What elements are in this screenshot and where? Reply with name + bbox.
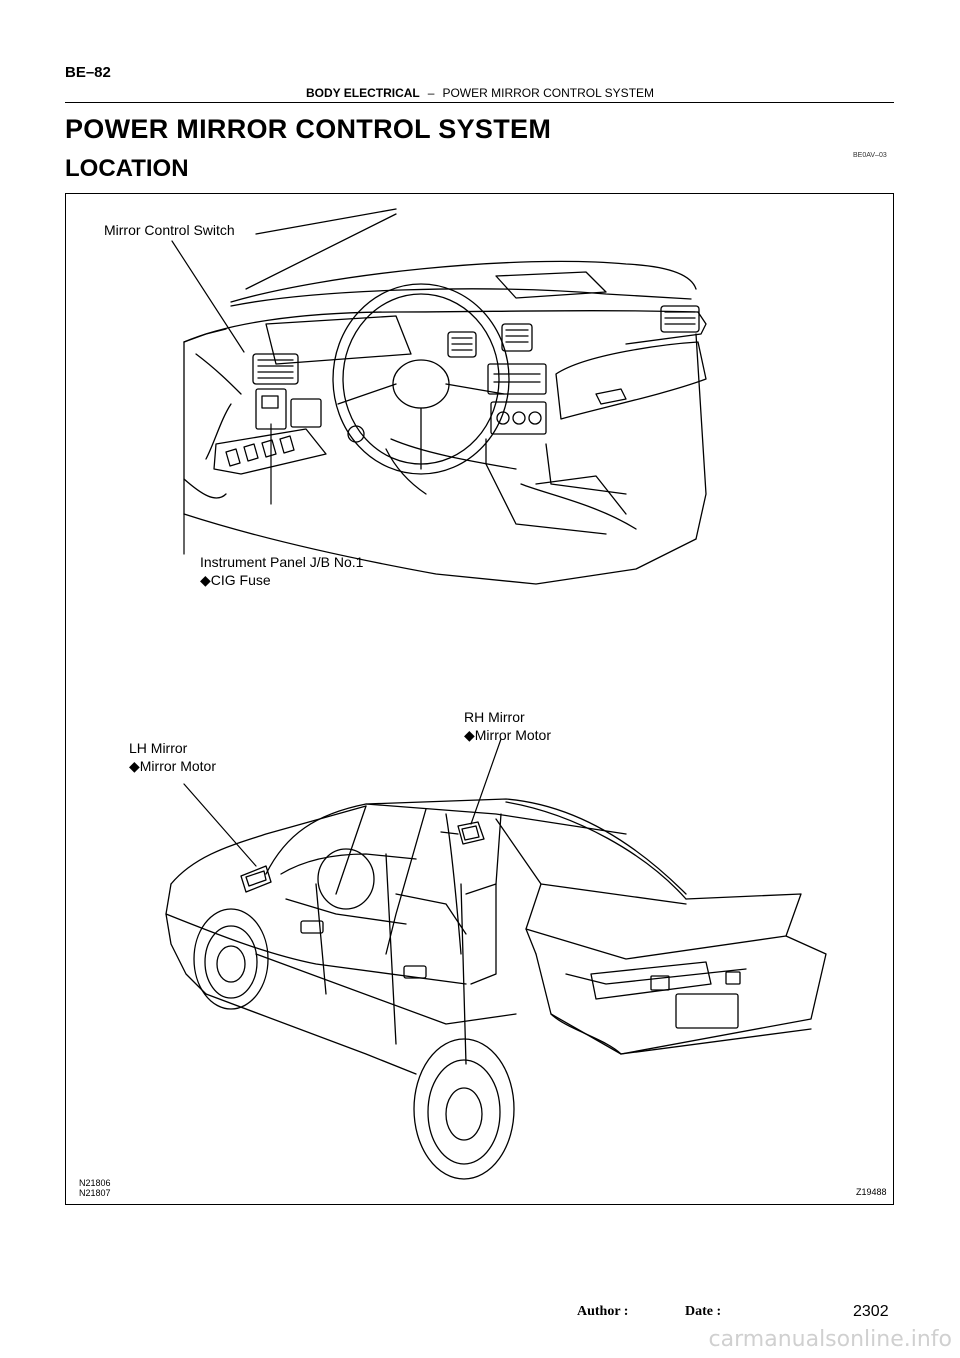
doc-code: BE0AV–03 — [853, 152, 887, 159]
label-rh-mirror: RH Mirror — [464, 709, 525, 725]
label-rh-mirror-motor: ◆Mirror Motor — [464, 727, 551, 743]
page-id: BE–82 — [65, 64, 111, 81]
page-number: 2302 — [853, 1303, 889, 1320]
label-instrument-panel-jb: Instrument Panel J/B No.1 — [200, 554, 364, 570]
page-title: POWER MIRROR CONTROL SYSTEM — [65, 114, 552, 144]
footer-date: Date : — [685, 1304, 722, 1319]
label-lh-mirror: LH Mirror — [129, 740, 188, 756]
car-drawing — [165, 798, 827, 1180]
header-subsection: POWER MIRROR CONTROL SYSTEM — [442, 86, 655, 100]
dashboard-drawing — [183, 208, 707, 585]
header-section: BODY ELECTRICAL — [305, 86, 420, 100]
header-rule — [65, 102, 894, 103]
figure-illustration — [165, 208, 827, 1180]
watermark: carmanualsonline.info — [708, 1327, 952, 1352]
figure-code-1: N21806 — [79, 1178, 111, 1188]
figure-id: Z19488 — [856, 1187, 887, 1197]
location-figure: Mirror Control Switch Instrument Panel J… — [65, 193, 894, 1205]
label-mirror-control-switch: Mirror Control Switch — [104, 222, 235, 238]
label-lh-mirror-motor: ◆Mirror Motor — [129, 758, 216, 774]
leader-lines — [171, 240, 502, 867]
figure-code-2: N21807 — [79, 1188, 111, 1198]
section-title: LOCATION — [65, 155, 189, 182]
footer-author: Author : — [577, 1304, 629, 1319]
header-separator: – — [427, 86, 435, 100]
label-cig-fuse: ◆CIG Fuse — [200, 572, 271, 588]
header-subtitle: BODY ELECTRICAL–POWER MIRROR CONTROL SYS… — [0, 86, 960, 100]
